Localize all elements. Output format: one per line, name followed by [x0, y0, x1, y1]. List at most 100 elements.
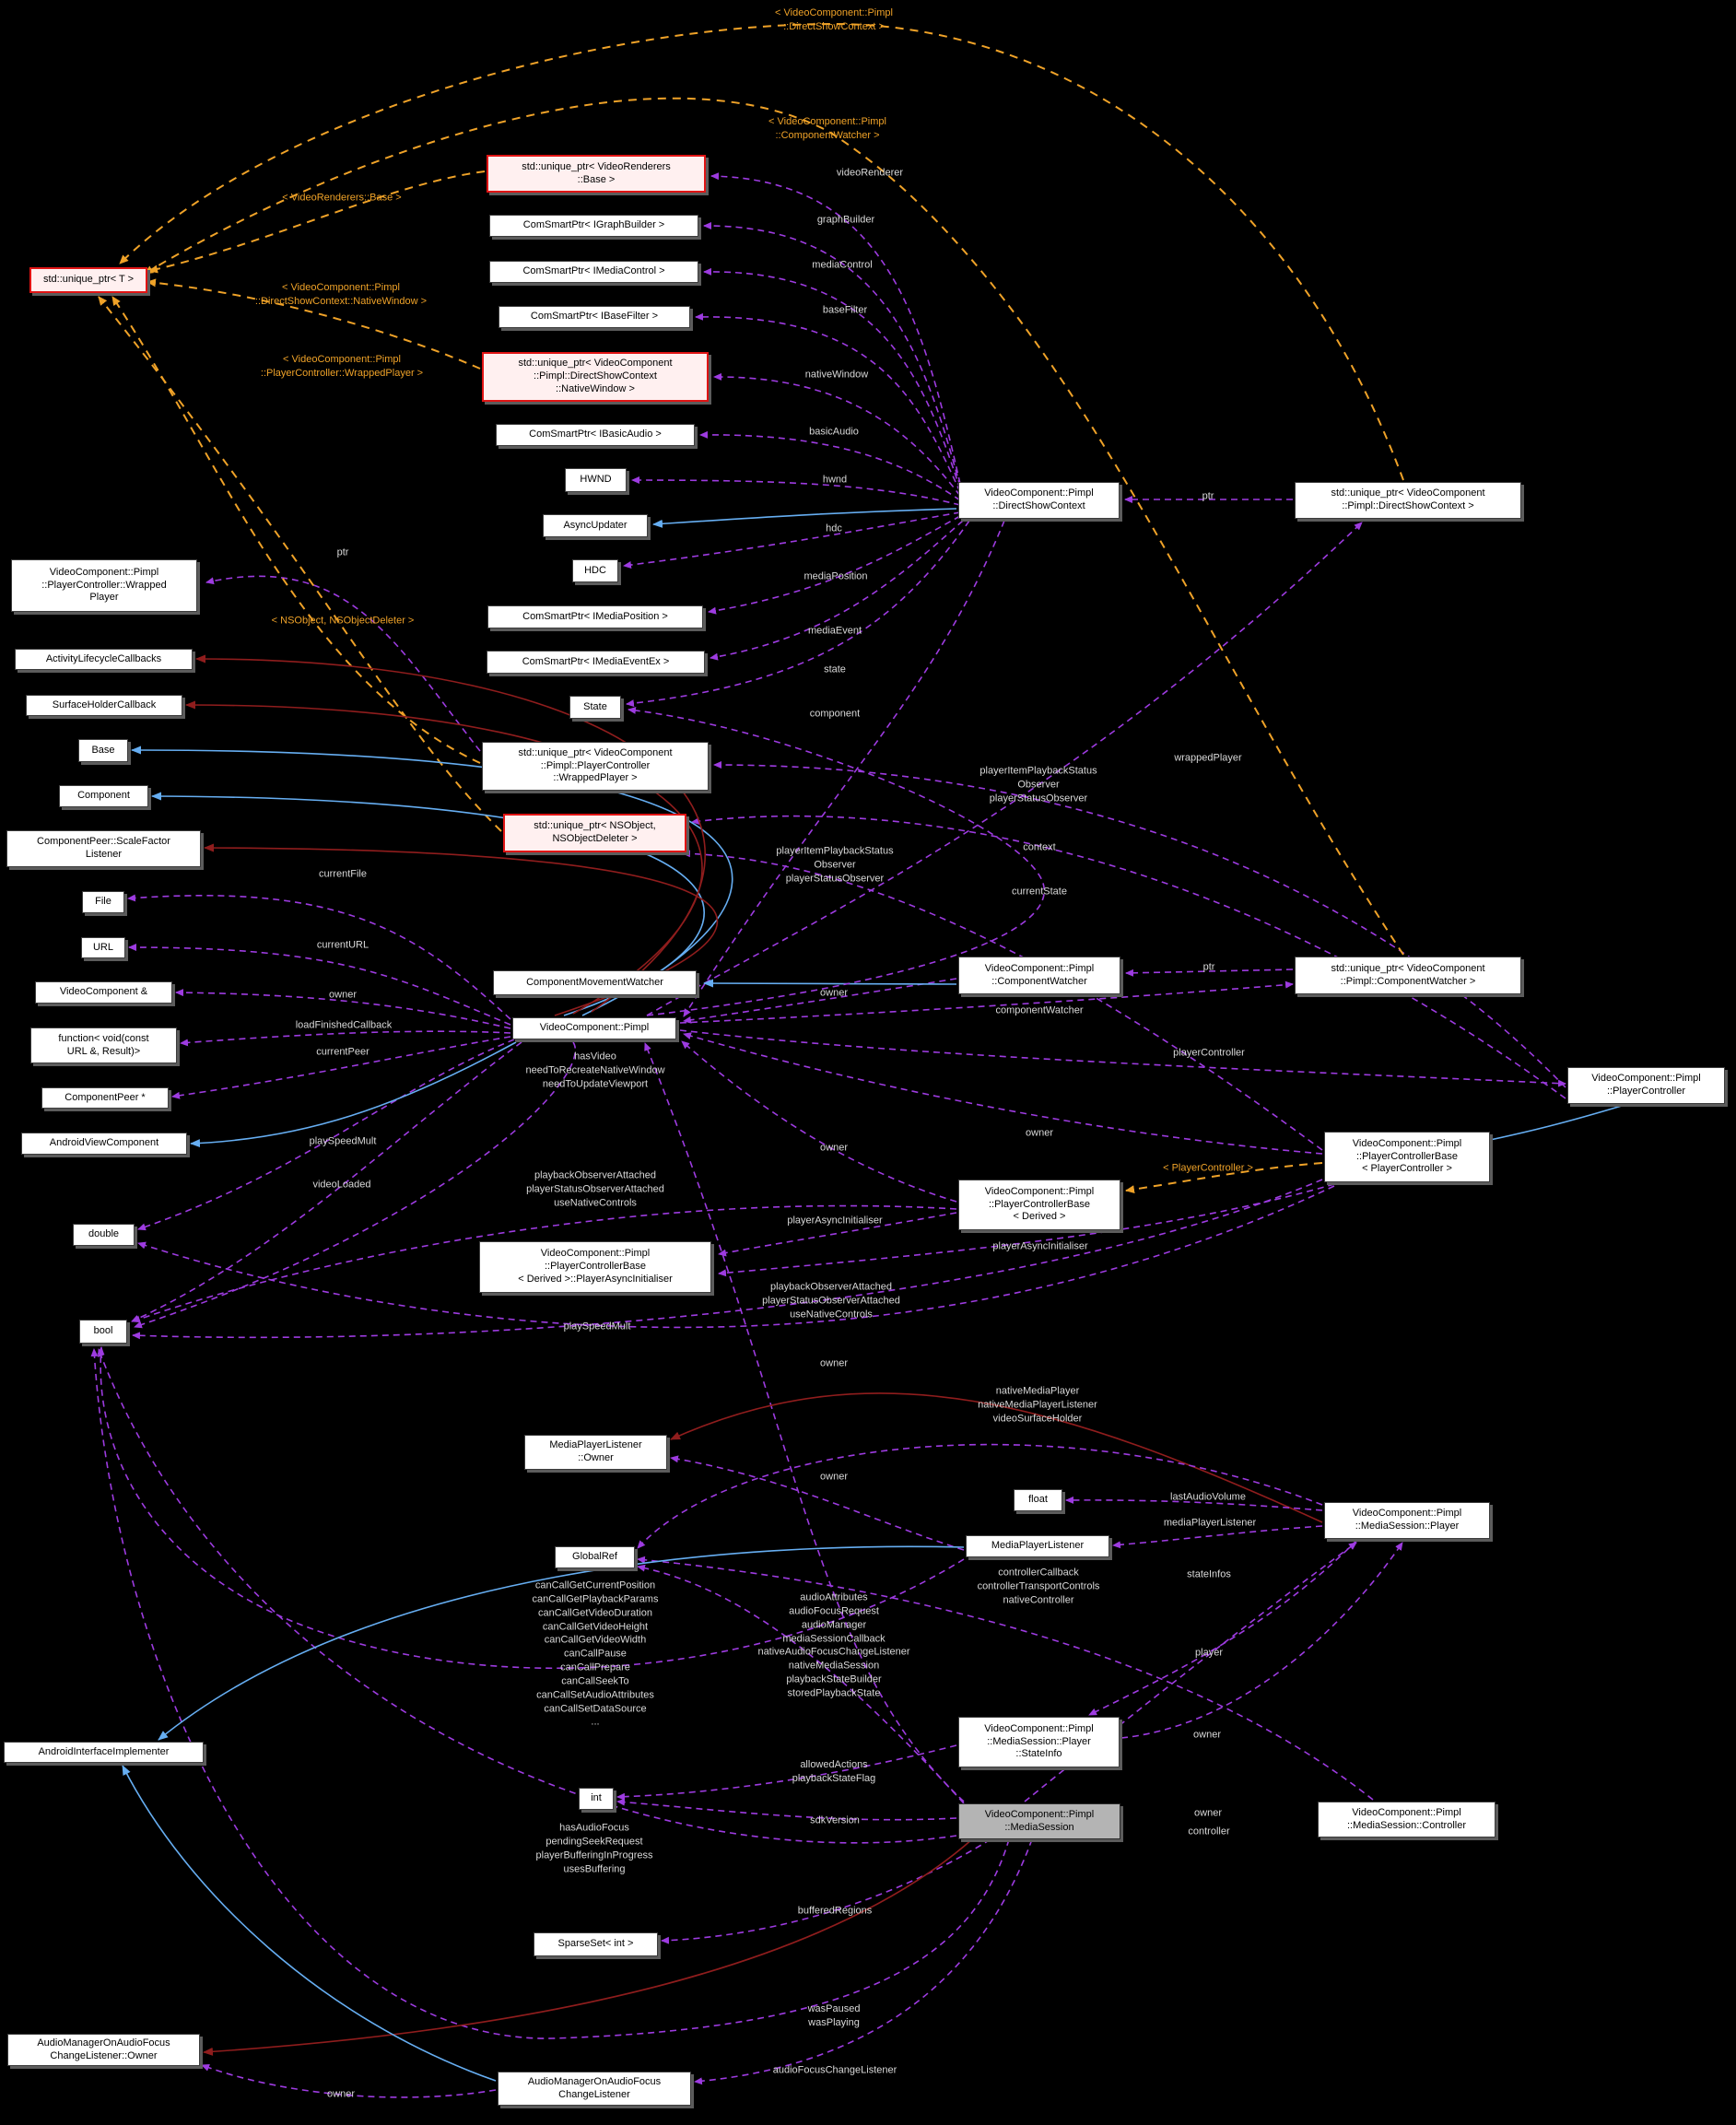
node-directshowcontext[interactable]: VideoComponent::Pimpl ::DirectShowContex… — [958, 482, 1120, 519]
edge-p-65 — [1024, 1542, 1357, 1802]
edge-p-63 — [1088, 1540, 1357, 1716]
edge-o-25 — [1125, 1162, 1323, 1194]
edge-b-49 — [131, 746, 733, 1016]
node-mediasession-player[interactable]: VideoComponent::Pimpl ::MediaSession::Pl… — [1324, 1502, 1490, 1539]
node-hdc[interactable]: HDC — [572, 559, 618, 582]
edge-p-14 — [646, 522, 1363, 1016]
edge-p-44 — [175, 989, 511, 1029]
node-asyncupdater[interactable]: AsyncUpdater — [543, 514, 648, 537]
edge-o-24 — [144, 97, 1404, 956]
edge-p-0 — [710, 172, 961, 485]
edge-p-10 — [710, 520, 964, 661]
node-double[interactable]: double — [73, 1224, 135, 1246]
node-audiofocus-owner[interactable]: AudioManagerOnAudioFocus ChangeListener:… — [7, 2034, 200, 2066]
node-uptr-nativewindow[interactable]: std::unique_ptr< VideoComponent ::Pimpl:… — [482, 352, 709, 402]
node-function-callback[interactable]: function< void(const URL &, Result)> — [30, 1027, 177, 1063]
edge-b-74 — [158, 1545, 965, 1741]
edge-b-26 — [1481, 1105, 1623, 1145]
edge-p-15 — [713, 761, 1566, 1088]
node-videocomponent-ref[interactable]: VideoComponent & — [35, 981, 172, 1004]
node-audiofocus-changelistener[interactable]: AudioManagerOnAudioFocus ChangeListener — [498, 2072, 691, 2106]
node-comsmartptr-imediacontrol[interactable]: ComSmartPtr< IMediaControl > — [489, 261, 698, 283]
edge-p-58 — [1112, 1525, 1323, 1549]
edge-p-69 — [661, 1838, 991, 1944]
edge-o-19 — [148, 170, 486, 274]
node-float[interactable]: float — [1014, 1489, 1062, 1511]
edge-p-37 — [132, 1179, 1323, 1340]
node-androidviewcomponent[interactable]: AndroidViewComponent — [21, 1133, 187, 1155]
node-mediaplayerlistener-owner[interactable]: MediaPlayerListener ::Owner — [524, 1435, 667, 1470]
node-mediaplayerlistener[interactable]: MediaPlayerListener — [966, 1535, 1109, 1557]
edge-p-8 — [623, 511, 961, 569]
node-sparseset-int[interactable]: SparseSet< int > — [534, 1932, 658, 1956]
node-androidinterfaceimplementer[interactable]: AndroidInterfaceImplementer — [4, 1742, 204, 1763]
edge-p-29 — [683, 978, 957, 1024]
edge-p-9 — [708, 515, 961, 615]
node-activity-lifecycle-callbacks[interactable]: ActivityLifecycleCallbacks — [15, 649, 193, 670]
edge-o-22 — [98, 296, 502, 832]
node-base[interactable]: Base — [78, 739, 128, 762]
edge-o-20 — [147, 278, 481, 370]
edge-b-75 — [122, 1765, 497, 2082]
edge-p-60 — [97, 1346, 965, 1670]
edge-p-42 — [127, 894, 511, 1020]
node-uptr-componentwatcher[interactable]: std::unique_ptr< VideoComponent ::Pimpl:… — [1295, 957, 1521, 994]
node-mediasession-controller[interactable]: VideoComponent::Pimpl ::MediaSession::Co… — [1318, 1802, 1496, 1837]
edge-p-67 — [616, 1798, 957, 1821]
node-uptr-nsobject[interactable]: std::unique_ptr< NSObject, NSObjectDelet… — [503, 814, 686, 852]
edge-r-55 — [670, 1392, 1323, 1523]
node-globalref[interactable]: GlobalRef — [555, 1546, 635, 1568]
node-comsmartptr-imediaeventex[interactable]: ComSmartPtr< IMediaEventEx > — [487, 651, 705, 674]
node-int[interactable]: int — [579, 1788, 614, 1810]
node-uptr-videorenderers-base[interactable]: std::unique_ptr< VideoRenderers ::Base > — [487, 155, 706, 193]
node-playercontrollerbase-pc[interactable]: VideoComponent::Pimpl ::PlayerController… — [1324, 1132, 1490, 1182]
edge-p-6 — [631, 476, 961, 506]
node-componentpeer-ptr[interactable]: ComponentPeer * — [41, 1087, 169, 1109]
node-playercontrollerbase-derived[interactable]: VideoComponent::Pimpl ::PlayerController… — [958, 1180, 1120, 1230]
node-comsmartptr-igraphbuilder[interactable]: ComSmartPtr< IGraphBuilder > — [489, 215, 698, 237]
edge-p-31 — [679, 1029, 1566, 1087]
node-comsmartptr-ibasefilter[interactable]: ComSmartPtr< IBaseFilter > — [499, 306, 690, 328]
edge-p-39 — [137, 1039, 515, 1231]
node-comsmartptr-ibasicaudio[interactable]: ComSmartPtr< IBasicAudio > — [496, 424, 695, 446]
edge-p-34 — [718, 1212, 957, 1257]
node-surface-holder-callback[interactable]: SurfaceHolderCallback — [26, 695, 182, 716]
edge-p-27 — [679, 980, 1294, 1024]
node-url[interactable]: URL — [81, 937, 125, 958]
edge-p-35 — [718, 1183, 1335, 1277]
node-uptr-t[interactable]: std::unique_ptr< T > — [29, 267, 147, 293]
edge-p-72 — [201, 2064, 497, 2098]
edge-p-57 — [1065, 1496, 1323, 1511]
node-mediasession[interactable]: VideoComponent::Pimpl ::MediaSession — [958, 1803, 1120, 1839]
edge-p-64 — [1120, 1542, 1403, 1739]
node-component[interactable]: Component — [59, 785, 148, 807]
edge-p-4 — [713, 372, 961, 497]
edge-p-12 — [683, 520, 1005, 1017]
node-playerasyncinitialiser[interactable]: VideoComponent::Pimpl ::PlayerController… — [479, 1241, 711, 1293]
node-mediasession-player-stateinfo[interactable]: VideoComponent::Pimpl ::MediaSession::Pl… — [958, 1717, 1120, 1767]
node-pimpl[interactable]: VideoComponent::Pimpl — [512, 1017, 676, 1039]
node-uptr-directshowcontext[interactable]: std::unique_ptr< VideoComponent ::Pimpl:… — [1295, 482, 1521, 519]
node-comsmartptr-imediaposition[interactable]: ComSmartPtr< IMediaPosition > — [487, 605, 703, 628]
edge-p-62 — [637, 1556, 1374, 1801]
node-wrapped-player[interactable]: VideoComponent::Pimpl ::PlayerController… — [11, 559, 197, 612]
node-playercontroller[interactable]: VideoComponent::Pimpl ::PlayerController — [1567, 1067, 1725, 1104]
edge-p-28 — [1125, 969, 1294, 977]
node-componentmovementwatcher[interactable]: ComponentMovementWatcher — [493, 970, 697, 995]
node-state[interactable]: State — [569, 696, 621, 719]
edge-p-43 — [128, 944, 511, 1026]
node-file[interactable]: File — [82, 891, 124, 913]
edge-p-32 — [683, 1032, 1323, 1155]
node-hwnd[interactable]: HWND — [565, 468, 627, 492]
edge-p-40 — [131, 1041, 522, 1322]
node-uptr-wrappedplayer[interactable]: std::unique_ptr< VideoComponent ::Pimpl:… — [482, 742, 709, 791]
edge-p-3 — [695, 312, 961, 493]
edge-p-33 — [681, 1040, 957, 1203]
edge-o-23 — [119, 22, 1404, 481]
edge-p-17 — [682, 850, 1323, 1151]
edge-b-30 — [703, 979, 957, 988]
node-bool[interactable]: bool — [79, 1320, 127, 1344]
node-scale-factor-listener[interactable]: ComponentPeer::ScaleFactor Listener — [6, 830, 201, 867]
node-componentwatcher[interactable]: VideoComponent::Pimpl ::ComponentWatcher — [958, 957, 1120, 994]
